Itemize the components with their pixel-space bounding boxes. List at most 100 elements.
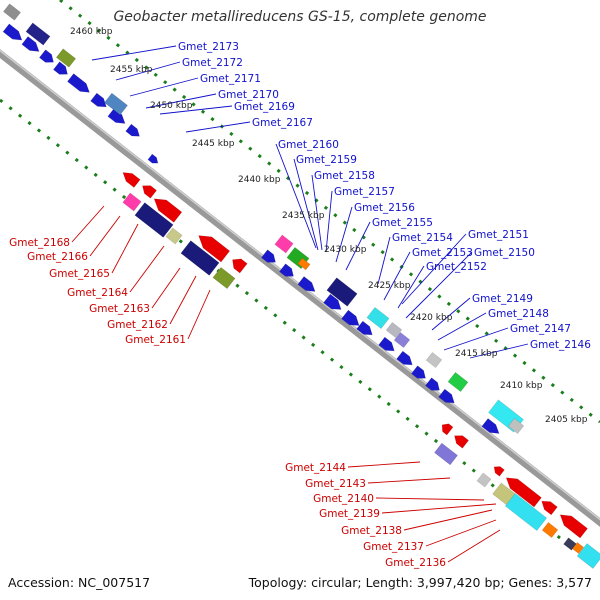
gene-feature-forward: [356, 320, 373, 336]
gene-label[interactable]: Gmet_2169: [234, 101, 295, 113]
gene-feature-box: [25, 22, 51, 46]
label-leader-line: [129, 77, 199, 97]
gene-feature-forward: [90, 92, 107, 108]
label-leader-line: [159, 105, 233, 115]
gene-feature-reverse: [441, 423, 454, 436]
gene-feature-forward: [410, 365, 426, 379]
label-leader-line: [129, 245, 165, 293]
gene-label[interactable]: Gmet_2158: [314, 170, 375, 182]
gene-label[interactable]: Gmet_2172: [182, 57, 243, 69]
gene-label[interactable]: Gmet_2156: [354, 202, 415, 214]
gene-feature-forward: [297, 276, 316, 292]
backbone-line: [0, 49, 600, 527]
gene-label[interactable]: Gmet_2160: [278, 139, 339, 151]
gene-label[interactable]: Gmet_2152: [426, 261, 487, 273]
gene-feature-reverse: [122, 172, 141, 188]
gene-label[interactable]: Gmet_2157: [334, 186, 395, 198]
label-leader-line: [145, 93, 217, 109]
gene-label[interactable]: Gmet_2165: [49, 268, 110, 280]
gene-feature-forward: [481, 418, 500, 434]
label-leader-line: [425, 519, 497, 547]
gene-label[interactable]: Gmet_2162: [107, 319, 168, 331]
kbp-tick-label: 2415 kbp: [455, 349, 498, 359]
gene-feature-reverse: [198, 235, 231, 263]
gene-feature-box: [425, 351, 443, 369]
gene-label[interactable]: Gmet_2166: [27, 251, 88, 263]
label-leader-line: [469, 343, 529, 359]
gene-label[interactable]: Gmet_2144: [285, 462, 346, 474]
gene-feature-reverse: [232, 258, 248, 274]
gene-label[interactable]: Gmet_2164: [67, 287, 128, 299]
gene-feature-forward: [323, 293, 342, 310]
gene-feature-box: [366, 306, 390, 330]
kbp-tick-label: 2420 kbp: [410, 313, 453, 323]
gene-feature-reverse: [153, 198, 183, 223]
label-leader-line: [151, 267, 181, 309]
kbp-tick-label: 2435 kbp: [282, 211, 325, 221]
label-leader-line: [437, 312, 487, 341]
gene-feature-box: [2, 3, 22, 21]
gene-feature-reverse: [454, 435, 470, 449]
gene-label[interactable]: Gmet_2153: [412, 247, 473, 259]
label-leader-line: [381, 503, 497, 514]
gene-label[interactable]: Gmet_2155: [372, 217, 433, 229]
gene-feature-box: [212, 266, 236, 290]
gene-feature-box: [393, 331, 411, 349]
gene-label[interactable]: Gmet_2143: [305, 478, 366, 490]
topology-text: Topology: circular; Length: 3,997,420 bp…: [248, 575, 592, 590]
gene-feature-box: [297, 257, 311, 271]
gene-label[interactable]: Gmet_2139: [319, 508, 380, 520]
gene-label[interactable]: Gmet_2167: [252, 117, 313, 129]
kbp-tick-label: 2430 kbp: [324, 245, 367, 255]
gene-label[interactable]: Gmet_2137: [363, 541, 424, 553]
gene-label[interactable]: Gmet_2154: [392, 232, 453, 244]
gene-label[interactable]: Gmet_2161: [125, 334, 186, 346]
gene-label[interactable]: Gmet_2168: [9, 237, 70, 249]
gene-feature-forward: [278, 263, 294, 277]
gene-label[interactable]: Gmet_2159: [296, 154, 357, 166]
label-leader-line: [187, 289, 211, 340]
gene-feature-forward: [147, 153, 159, 164]
gene-label[interactable]: Gmet_2151: [468, 229, 529, 241]
gene-label[interactable]: Gmet_2170: [218, 89, 279, 101]
gene-label[interactable]: Gmet_2163: [89, 303, 150, 315]
kbp-tick-label: 2445 kbp: [192, 139, 235, 149]
label-leader-line: [403, 509, 493, 531]
gene-label[interactable]: Gmet_2149: [472, 293, 533, 305]
label-leader-line: [383, 251, 411, 301]
gene-feature-forward: [424, 377, 440, 391]
gene-feature-forward: [378, 336, 395, 352]
gene-label[interactable]: Gmet_2171: [200, 73, 261, 85]
kbp-tick-label: 2440 kbp: [238, 175, 281, 185]
label-leader-line: [293, 158, 319, 251]
gene-label[interactable]: Gmet_2150: [474, 247, 535, 259]
gene-label[interactable]: Gmet_2136: [385, 557, 446, 569]
gene-label[interactable]: Gmet_2140: [313, 493, 374, 505]
gene-feature-forward: [2, 23, 23, 41]
kbp-tick-label: 2410 kbp: [500, 381, 543, 391]
gene-label[interactable]: Gmet_2173: [178, 41, 239, 53]
label-leader-line: [71, 205, 105, 243]
gene-feature-reverse: [559, 514, 588, 539]
label-leader-line: [405, 251, 473, 319]
accession-text: Accession: NC_007517: [8, 575, 151, 590]
gene-feature-box: [476, 472, 492, 488]
gene-label[interactable]: Gmet_2138: [341, 525, 402, 537]
gene-label[interactable]: Gmet_2146: [530, 339, 591, 351]
gene-feature-box: [122, 192, 142, 212]
label-leader-lines: [71, 45, 529, 563]
gene-feature-reverse: [505, 477, 542, 508]
gene-label[interactable]: Gmet_2148: [488, 308, 549, 320]
label-leader-line: [375, 497, 485, 501]
gene-label[interactable]: Gmet_2147: [510, 323, 571, 335]
label-leader-line: [185, 121, 251, 133]
kbp-tick-label: 2425 kbp: [368, 281, 411, 291]
label-leader-line: [335, 206, 353, 263]
gene-labels: Gmet_2173Gmet_2172Gmet_2171Gmet_2170Gmet…: [9, 41, 591, 569]
gene-feature-reverse: [541, 500, 558, 516]
label-leader-line: [169, 275, 197, 325]
label-leader-line: [447, 529, 501, 563]
